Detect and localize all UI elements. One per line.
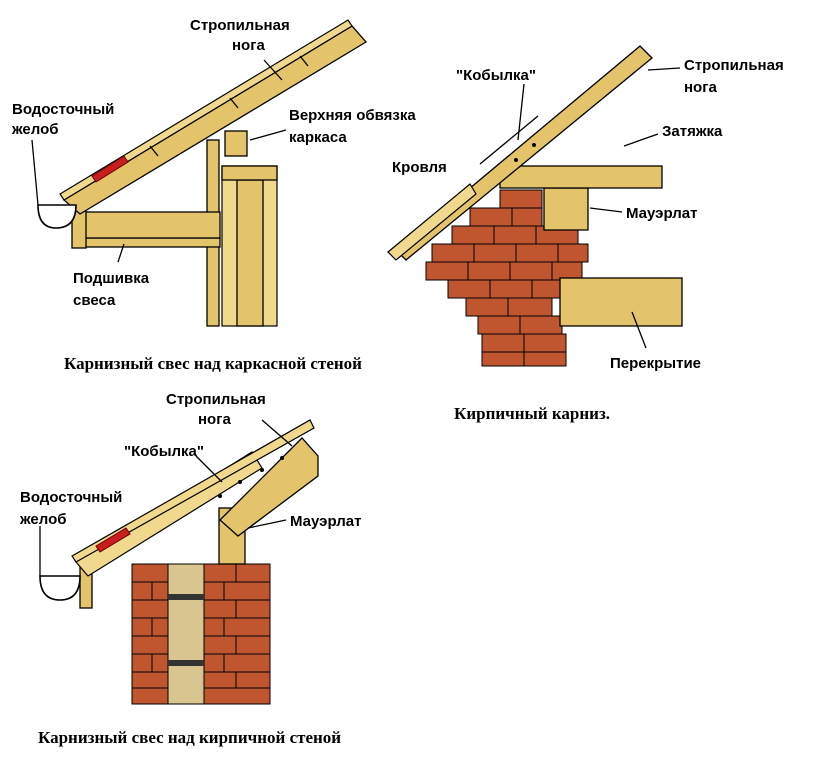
d3-rafter-beam [219,437,319,537]
d1-soffit-label-1: Подшивка [73,270,150,287]
d2-kobylka-pointer [517,83,525,141]
d1-caption: Карнизный свес над каркасной стеной [64,354,362,373]
d3-mauerlat-label: Мауэрлат [290,513,361,530]
d2-floor-label: Перекрытие [610,355,701,372]
d1-soffit-label-2: свеса [73,292,116,309]
mauerlat-beam [543,187,589,231]
d3-gutter-label-2: желоб [19,511,67,528]
ceiling-joist [79,211,221,239]
tie-beam [499,165,663,189]
diagram-brick-wall-eaves [39,419,319,705]
d3-kobylka-label: "Кобылка" [124,443,204,460]
d2-rafter-label-2: нога [684,79,717,96]
frame-wall-top [221,165,278,181]
d3-brick-wall [131,563,271,705]
d2-mauerlat-label: Мауэрлат [626,205,697,222]
diagram-brick-cornice [387,45,683,367]
gutter-pointer [31,139,39,206]
d2-kobylka [387,183,477,261]
d1-top-plate-label-1: Верхняя обвязка [289,107,416,124]
roof-sheathing [59,19,353,201]
d3-gutter-label-1: Водосточный [20,489,122,506]
frame-wall-stud [236,179,264,327]
d1-top-plate-label-2: каркаса [289,129,347,146]
gutter-trough [37,204,77,229]
top-plate [224,130,248,157]
d1-gutter-label-1: Водосточный [12,101,114,118]
d2-roofing-label: Кровля [392,159,447,176]
wall-tie [168,594,204,600]
d3-roofing-edge [95,527,131,553]
roofing-edge [91,155,129,183]
d2-kobylka-label: "Кобылка" [456,67,536,84]
diagram-frame-wall-eaves [31,19,368,327]
d1-rafter-label-2: нога [232,37,265,54]
d3-caption: Карнизный свес над кирпичной стеной [38,728,341,747]
d3-rafter-label-1: Стропильная [166,391,266,408]
d3-gutter-trough [39,575,81,601]
d3-roof-sheathing [71,419,315,563]
d1-gutter-label-2: желоб [11,121,59,138]
d3-rafter-label-2: нога [198,411,231,428]
wall-tie [168,660,204,666]
d2-caption: Кирпичный карниз. [454,404,610,423]
soffit-board [79,237,221,248]
wall-core [167,563,205,705]
d2-rafter-label-1: Стропильная [684,57,784,74]
floor-beam [559,277,683,327]
d2-tie-beam-label: Затяжка [662,123,723,140]
d1-rafter-label-1: Стропильная [190,17,290,34]
